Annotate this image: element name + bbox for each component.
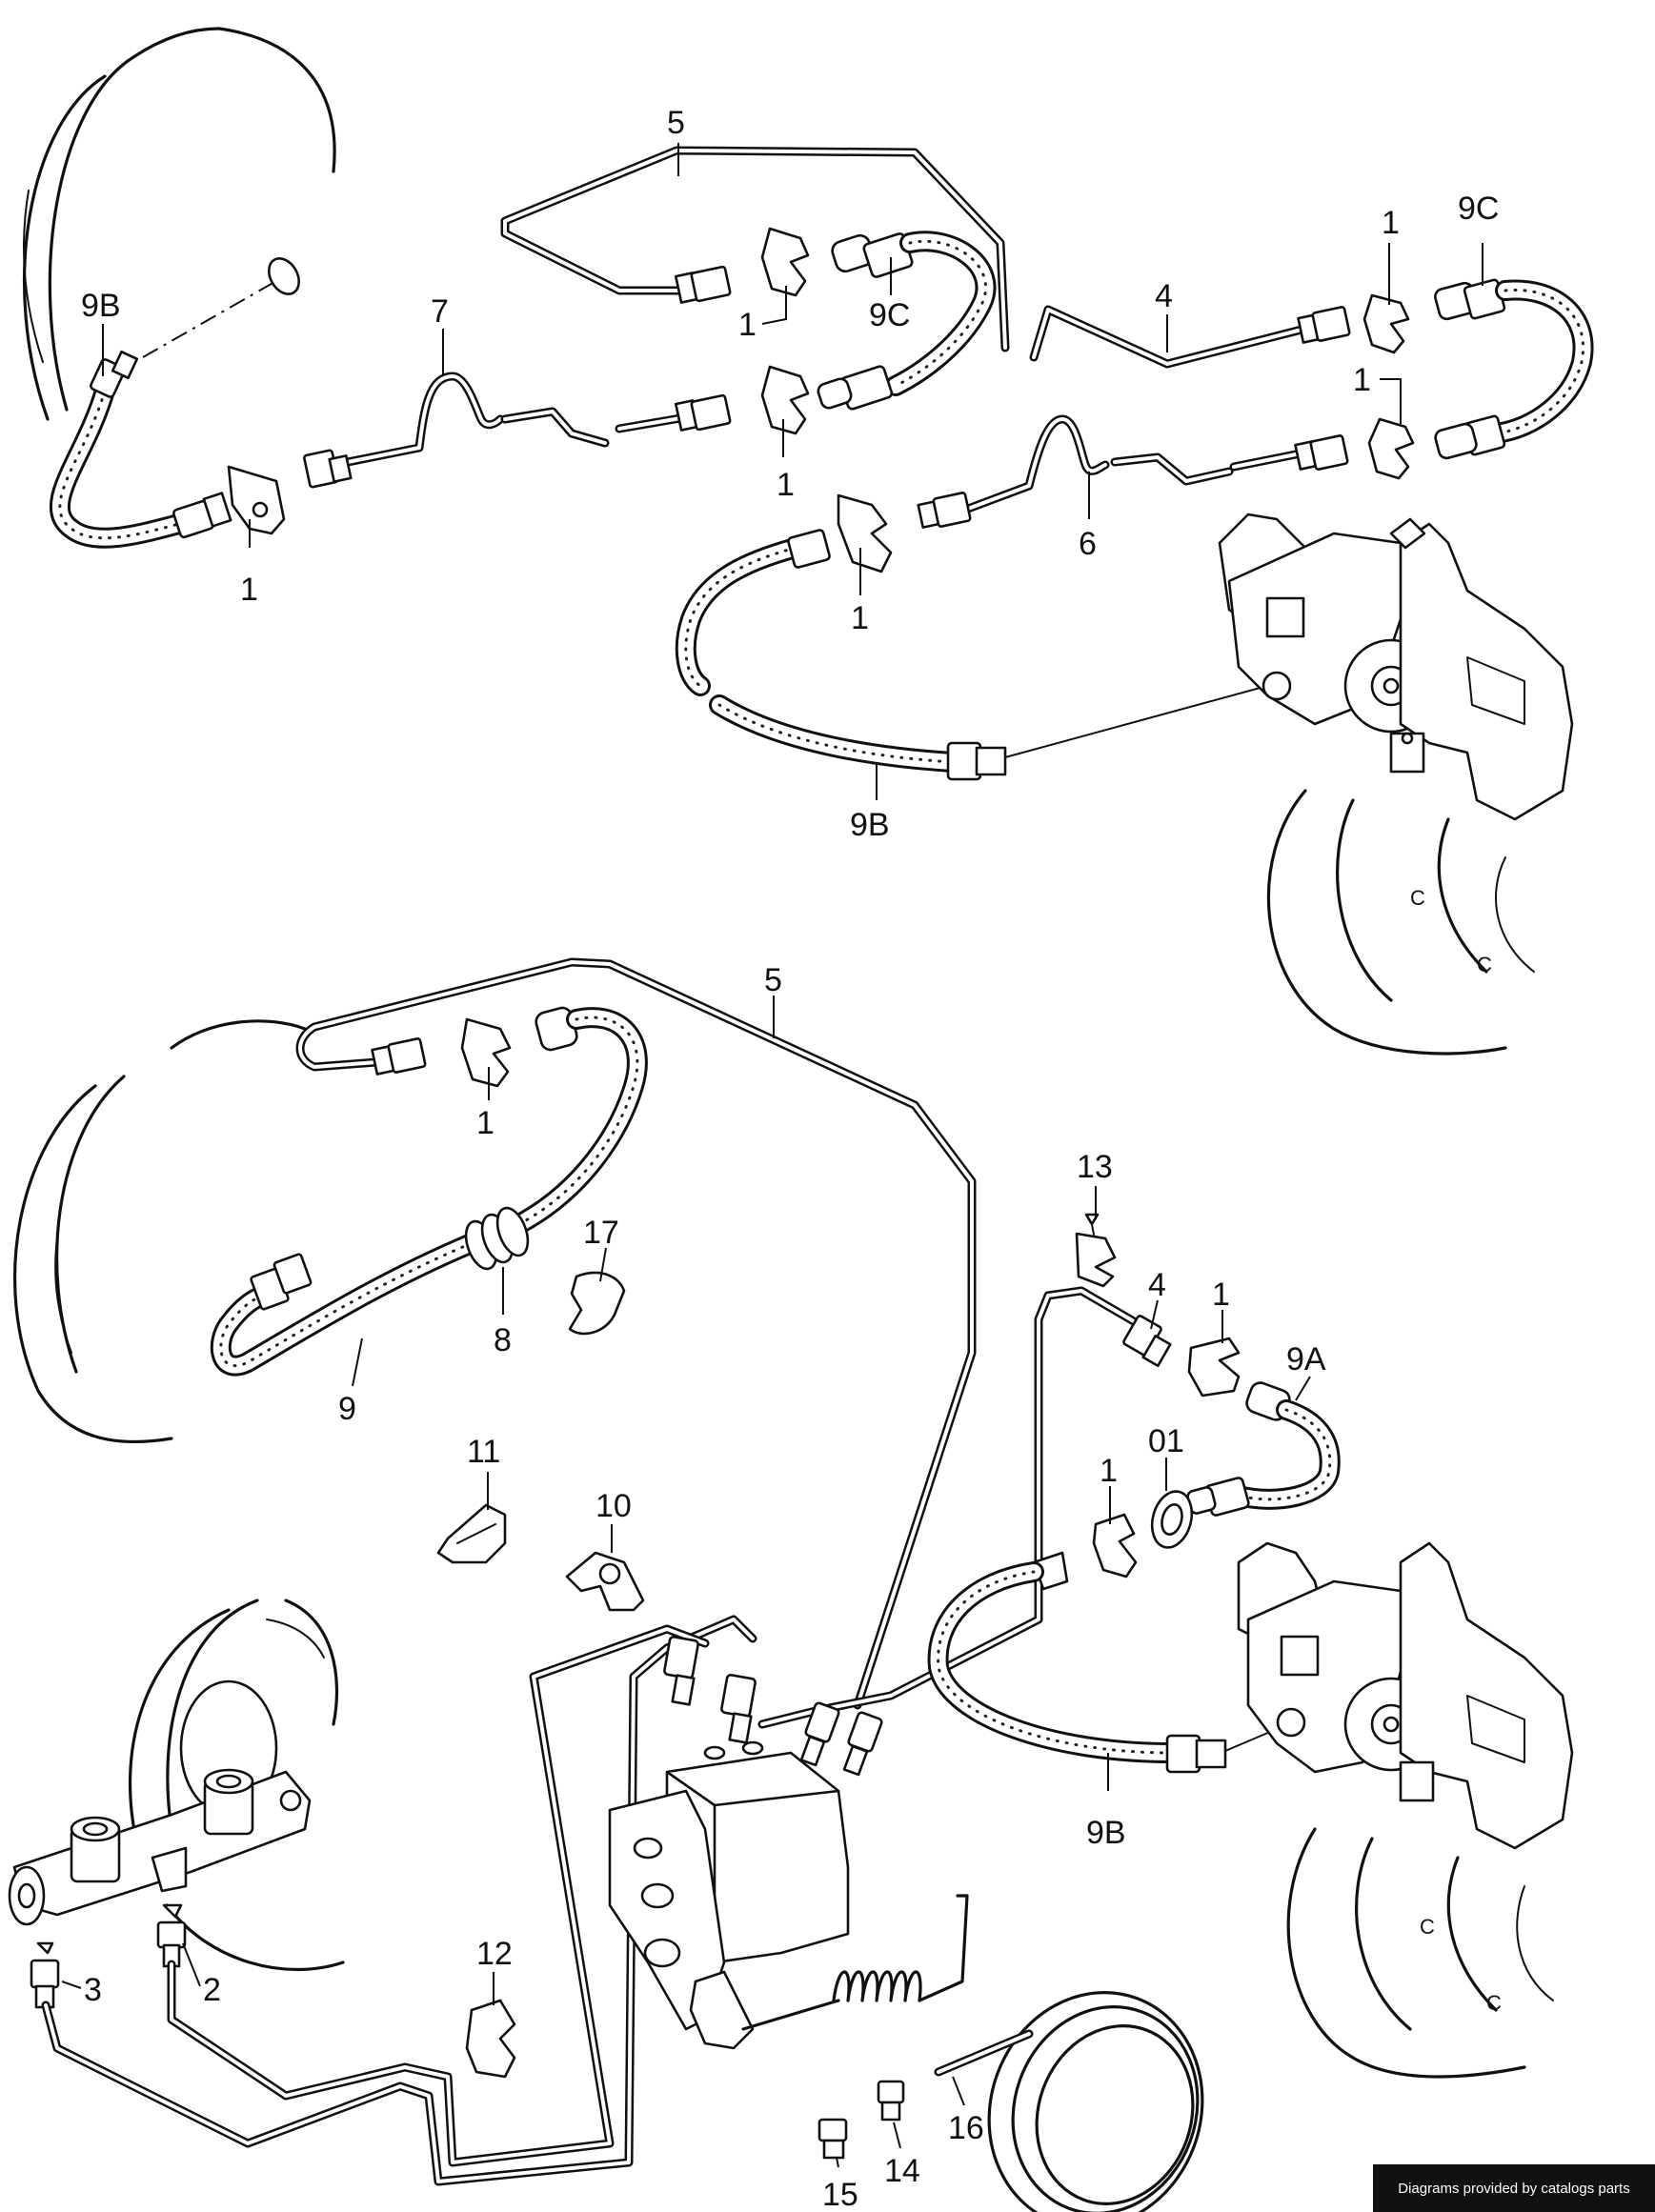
label-9b-left: 9B [81,288,121,324]
assembly-line-upper-left [142,257,301,358]
grommet-8 [464,1206,530,1271]
label-2: 2 [203,1972,221,2008]
brake-hose-9c-right [1434,278,1594,460]
svg-text:C: C [1410,886,1425,910]
bleed-nipple-14 [877,2080,905,2122]
label-1-b: 1 [777,467,795,503]
clip-lower-right-a [1187,1337,1241,1398]
label-3: 3 [84,1972,102,2008]
label-1-e: 1 [1353,362,1371,398]
brake-hose-9b-upper-left [50,350,232,549]
fitting-3 [30,1941,60,2009]
brake-hose-9a [1186,1381,1341,1517]
clip-12 [465,1999,516,2079]
label-1-f: 1 [851,600,869,636]
label-9b-low: 9B [1086,1815,1126,1851]
leader-lines [61,143,1483,2168]
clip-11 [436,1503,507,1564]
brake-caliper-upper-right [1218,513,1574,821]
fitting-2 [156,1903,187,1968]
valve-fittings [663,1636,883,1777]
credit-banner: Diagrams provided by catalogs parts [1373,2164,1655,2212]
washer-01 [1150,1490,1194,1549]
brake-hose-9 [210,1006,648,1377]
label-1-c: 1 [240,572,258,608]
label-1-a: 1 [738,307,757,343]
svg-text:C: C [1477,953,1492,976]
label-5-low: 5 [764,962,782,998]
clip-13 [1075,1213,1117,1288]
brake-disc-upper-right: C C [1266,789,1535,1056]
label-7: 7 [431,293,449,330]
pipe-fitting-lower-5 [371,1037,427,1076]
bracket-10 [565,1551,645,1612]
label-10: 10 [595,1488,632,1524]
label-01: 01 [1148,1423,1184,1459]
label-12: 12 [476,1936,513,1972]
label-17: 17 [583,1215,619,1251]
label-9c-right: 9C [1458,191,1499,227]
label-9a: 9A [1286,1341,1326,1377]
brake-disc-lower-right: C C [1286,1827,1554,2079]
brake-caliper-lower-right [1237,1541,1574,1850]
clip-lower-right-b [1092,1513,1138,1579]
brake-disc-upper-left [22,27,336,421]
brake-pipe-5-lower [295,957,977,1710]
label-1-i: 1 [1100,1453,1118,1489]
label-1-d: 1 [1382,205,1400,241]
brake-disc-lower-left [13,1019,307,1444]
label-6: 6 [1079,526,1097,562]
label-1-g: 1 [476,1105,494,1141]
valve-spring [741,1894,969,2031]
brake-pipe-5-upper [500,146,1010,352]
bleed-nipple-15 [817,2118,848,2160]
clip-upper-middle-c [837,493,893,573]
clip-upper-right-a [1362,293,1410,354]
brake-hose-9c-middle [817,231,997,411]
brake-hose-9b-middle [675,529,1268,781]
label-4-top: 4 [1155,278,1173,314]
label-9b-middle: 9B [850,807,890,843]
master-cylinder [8,1768,312,1926]
clip-17 [568,1271,626,1336]
brake-pipe-middle-straight [615,393,732,433]
clip-upper-right-b [1367,417,1415,480]
label-16: 16 [948,2110,984,2146]
clip-upper-middle-b [760,365,810,435]
svg-text:C: C [1486,1991,1502,2015]
label-15: 15 [822,2177,858,2212]
label-11: 11 [467,1434,500,1470]
brake-pipe-4-upper [1029,305,1351,369]
label-8: 8 [494,1322,512,1358]
label-9: 9 [338,1391,356,1427]
label-14: 14 [884,2153,920,2189]
pipe-fitting-upper-middle-a [674,265,732,304]
label-4-low: 4 [1148,1267,1166,1303]
clip-lower-left-a [460,1017,512,1088]
clip-upper-middle-a [760,227,810,297]
label-5-top: 5 [667,105,685,141]
brake-pipe-7 [303,372,610,489]
brake-hose-9b-lower [927,1551,1278,1774]
label-1-h: 1 [1212,1277,1230,1313]
brake-pipe-6 [917,414,1349,529]
svg-text:C: C [1420,1915,1435,1939]
label-13: 13 [1077,1149,1113,1185]
brake-pipe-coil-16 [934,1991,1204,2212]
clip-upper-left [227,465,286,535]
label-9c-middle: 9C [869,297,910,333]
proportioning-valve [608,1740,850,2050]
part-labels: 5 9B 7 1 9C 1 1 4 1 9C 1 6 1 9B 5 1 17 8… [81,105,1499,2212]
